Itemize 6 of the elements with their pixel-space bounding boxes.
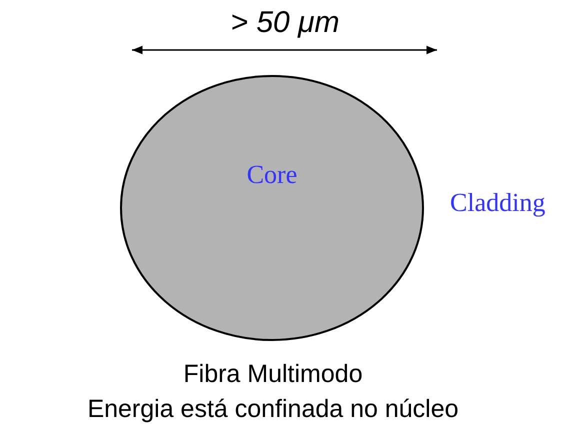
cladding-label: Cladding (450, 190, 546, 216)
core-label: Core (246, 162, 298, 188)
caption-line: Energia está confinada no núcleo (86, 397, 460, 422)
caption-line: Fibra Multimodo (182, 362, 364, 387)
dimension-label: > 50 μm (230, 8, 340, 38)
fiber-core-ellipse (119, 74, 425, 342)
